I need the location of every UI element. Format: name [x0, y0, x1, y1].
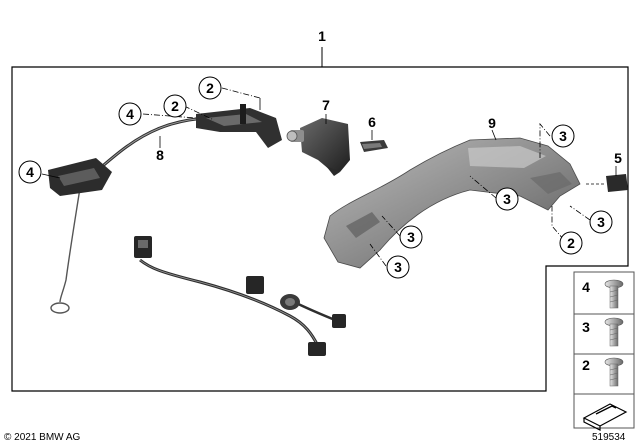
callout-2-top: 2 [198, 76, 222, 100]
callout-2-right: 2 [559, 231, 583, 255]
callout-3-a-label: 3 [559, 128, 567, 144]
callout-4-left-label: 4 [26, 164, 34, 180]
copyright-text: © 2021 BMW AG [4, 432, 81, 443]
callout-8-label: 8 [156, 147, 164, 163]
callout-2-right-label: 2 [567, 235, 575, 251]
callout-3-b-label: 3 [503, 191, 511, 207]
screw-legend: 4 3 2 [573, 271, 635, 431]
callout-2-mid-label: 2 [171, 98, 179, 114]
screw-2-icon [604, 357, 624, 387]
document-number: 519534 [592, 432, 626, 443]
callout-4-left: 4 [18, 160, 42, 184]
assembly-label: 1 [318, 28, 326, 44]
mounting-bracket [323, 137, 581, 269]
callout-2-top-label: 2 [206, 80, 214, 96]
callout-6-label: 6 [368, 114, 376, 130]
legend-screw-3-label: 3 [582, 319, 590, 335]
callout-3-e-label: 3 [394, 259, 402, 275]
cable-harness-lower [134, 236, 346, 356]
leader-lines [41, 87, 617, 267]
assembly-frame [11, 66, 629, 392]
callout-3-d: 3 [399, 225, 423, 249]
callout-3-c: 3 [589, 210, 613, 234]
callout-3-d-label: 3 [407, 229, 415, 245]
callout-3-e: 3 [386, 255, 410, 279]
legend-screw-2-label: 2 [582, 357, 590, 373]
callout-3-c-label: 3 [597, 214, 605, 230]
callout-3-b: 3 [495, 187, 519, 211]
screw-3-icon [604, 317, 624, 347]
cable-harness-upper [48, 104, 282, 314]
callout-2-mid: 2 [163, 94, 187, 118]
legend-screw-4-label: 4 [582, 279, 590, 295]
callout-4-top: 4 [118, 102, 142, 126]
clip-part [586, 174, 628, 192]
callout-3-a: 3 [551, 124, 575, 148]
callout-9-label: 9 [488, 115, 496, 131]
small-plug-part [360, 140, 388, 152]
callout-5-label: 5 [614, 150, 622, 166]
callout-7-label: 7 [322, 97, 330, 113]
callout-4-top-label: 4 [126, 106, 134, 122]
shape-symbol-icon [582, 403, 628, 431]
screw-4-icon [604, 279, 624, 309]
actuator-motor [286, 118, 350, 176]
